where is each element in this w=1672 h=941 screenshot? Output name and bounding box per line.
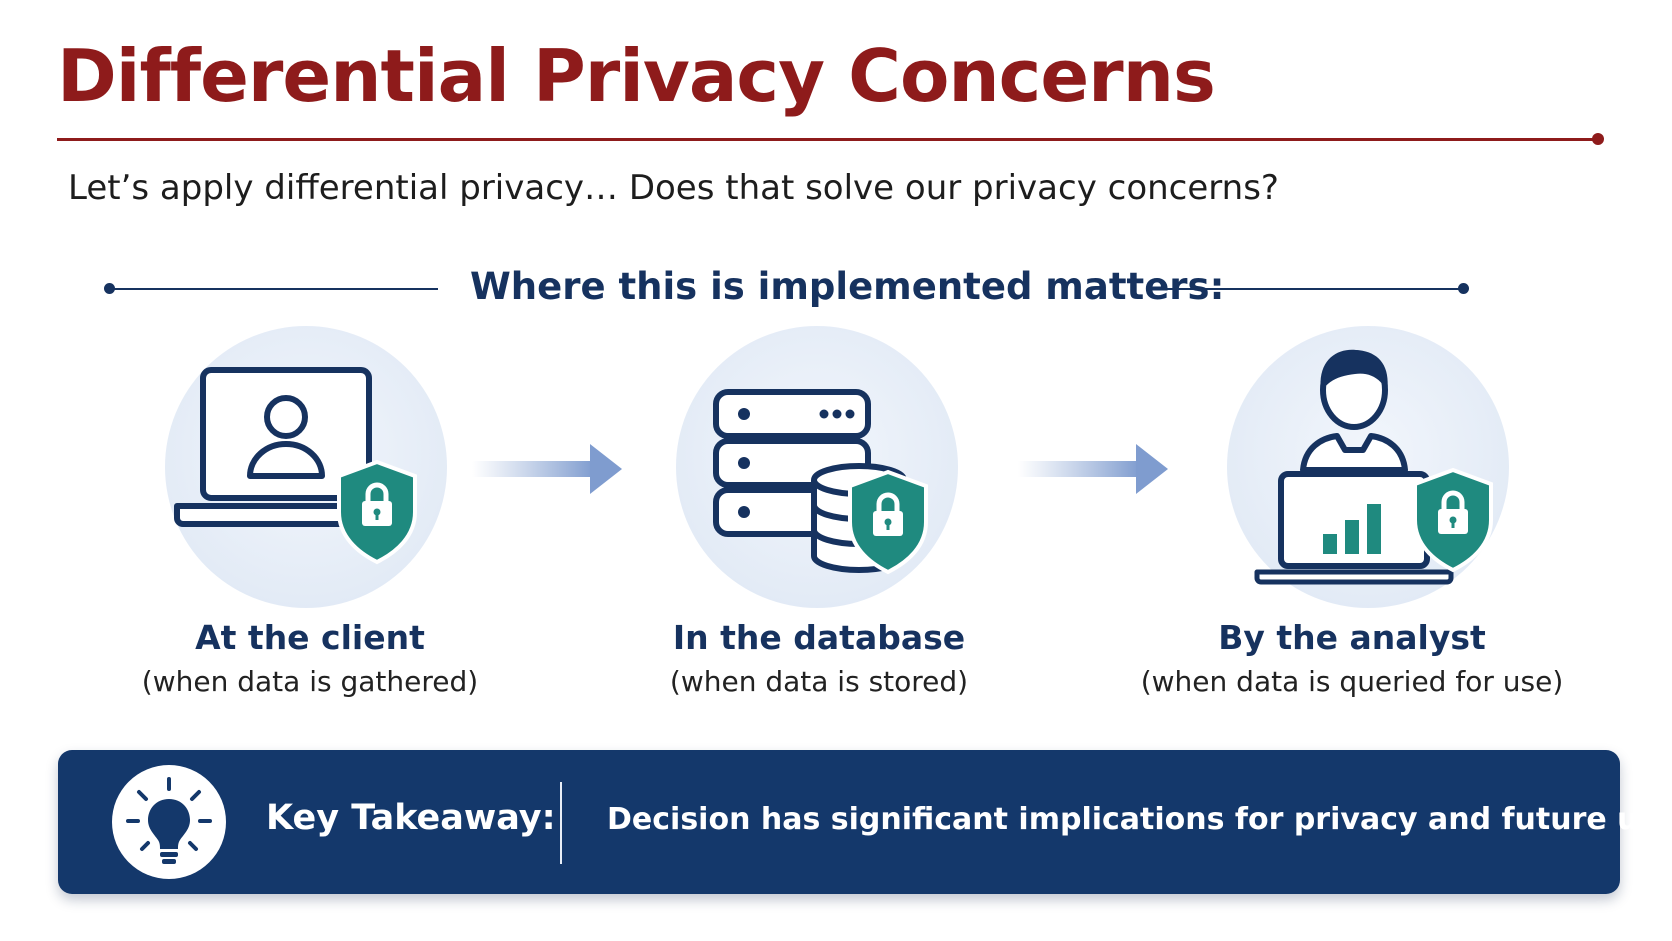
subtitle: Let’s apply differential privacy… Does t… bbox=[68, 168, 1279, 208]
lightbulb-icon bbox=[126, 777, 212, 864]
key-takeaway-text: Decision has significant implications fo… bbox=[607, 802, 1672, 837]
takeaway-divider bbox=[560, 782, 562, 864]
shield-lock-icon bbox=[848, 469, 928, 575]
stage-database bbox=[666, 318, 966, 618]
bar-chart-icon bbox=[1323, 504, 1381, 554]
section-rule-right-dot bbox=[1458, 283, 1469, 294]
stage-client-sublabel: (when data is gathered) bbox=[141, 665, 479, 698]
database-server-icon bbox=[713, 389, 928, 575]
person-icon bbox=[1300, 349, 1408, 473]
shield-lock-icon bbox=[337, 459, 417, 565]
stage-database-label: In the database bbox=[672, 618, 966, 657]
arrow-right-icon bbox=[1018, 444, 1168, 494]
section-heading: Where this is implemented matters: bbox=[470, 265, 1225, 308]
title-underline bbox=[57, 138, 1597, 141]
shield-lock-icon bbox=[1413, 467, 1493, 573]
stage-database-sublabel: (when data is stored) bbox=[669, 665, 969, 698]
laptop-user-icon bbox=[174, 367, 417, 565]
stage-analyst bbox=[1217, 318, 1517, 618]
key-takeaway-label: Key Takeaway: bbox=[266, 798, 556, 838]
stage-client-label: At the client bbox=[195, 618, 425, 657]
page-title: Differential Privacy Concerns bbox=[57, 34, 1216, 118]
title-underline-dot bbox=[1592, 133, 1604, 145]
analyst-laptop-chart-icon bbox=[1254, 349, 1493, 585]
section-rule-left-dot bbox=[104, 283, 115, 294]
lightbulb-badge bbox=[112, 765, 226, 879]
stage-analyst-label: By the analyst bbox=[1218, 618, 1486, 657]
stage-client bbox=[155, 318, 455, 618]
stage-analyst-sublabel: (when data is queried for use) bbox=[1140, 665, 1564, 698]
key-takeaway-banner: Key Takeaway: Decision has significant i… bbox=[58, 750, 1672, 894]
arrow-right-icon bbox=[472, 444, 622, 494]
section-rule-left bbox=[110, 288, 438, 290]
section-rule-right bbox=[1150, 288, 1462, 290]
